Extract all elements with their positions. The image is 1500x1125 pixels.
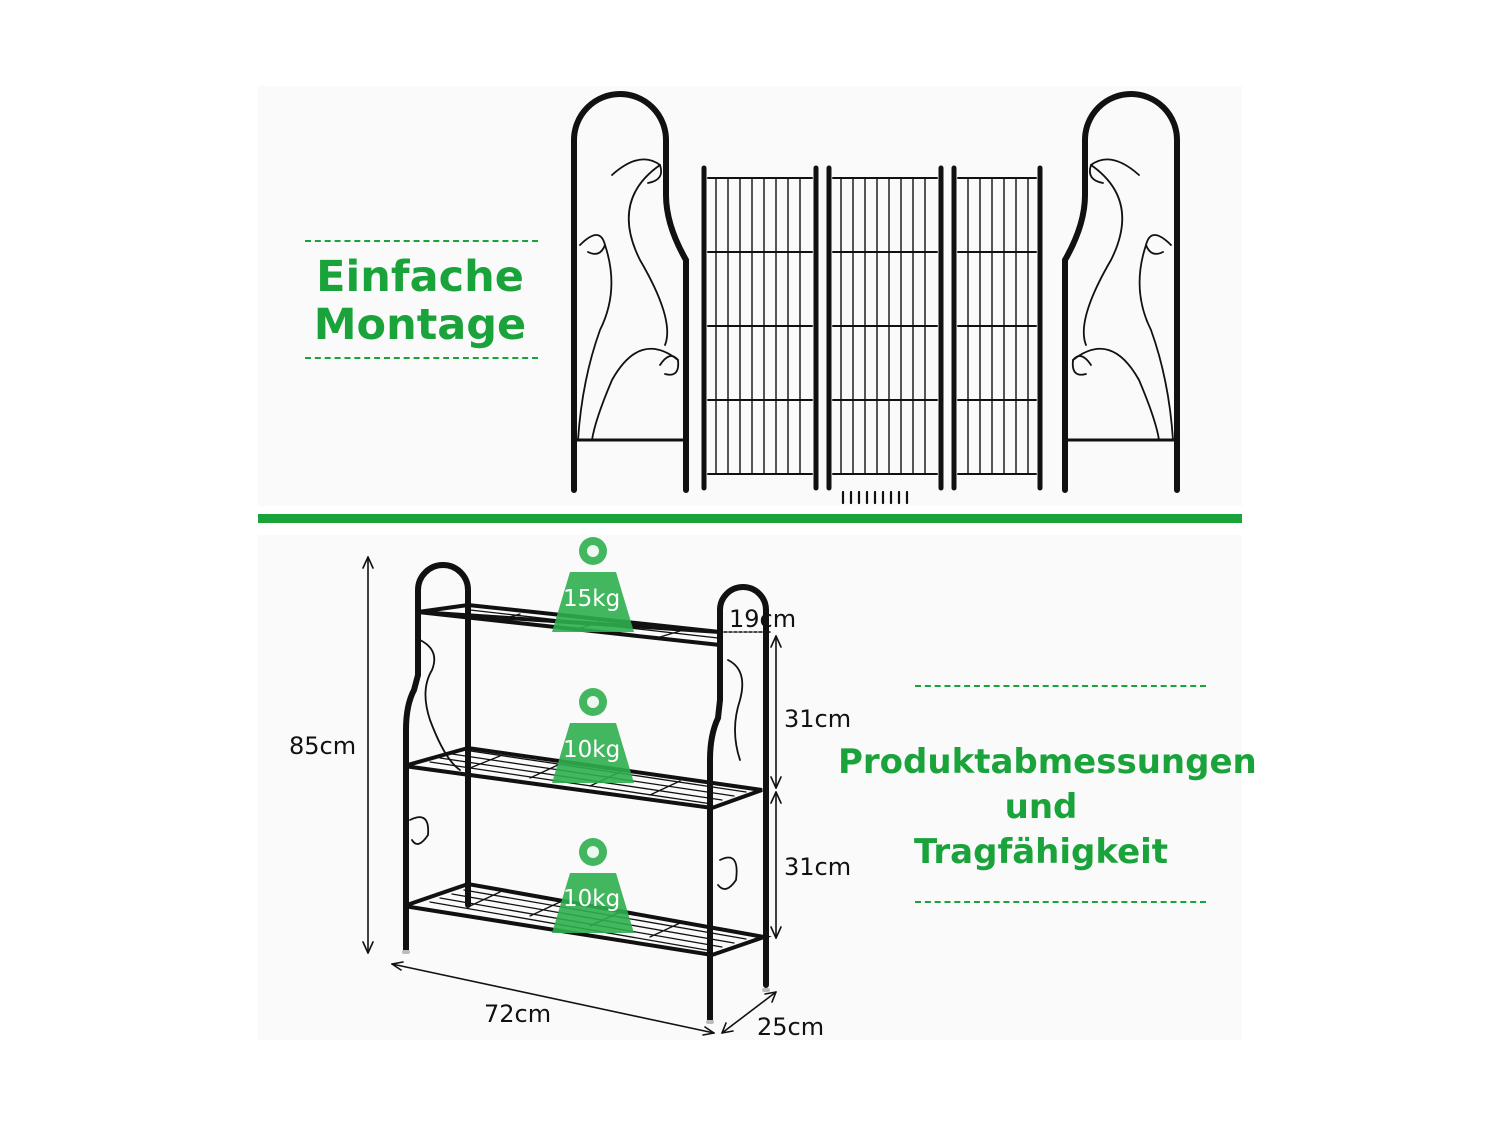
dimensions-heading-line3: Tragfähigkeit — [913, 832, 1169, 872]
assembly-heading-line2: Montage — [313, 300, 527, 351]
shelf-panel-2 — [826, 165, 944, 491]
load-label-bottom: 10kg — [563, 886, 621, 912]
weight-icon-bottom — [552, 838, 634, 933]
shelf-panel-1 — [701, 165, 819, 491]
height-label: 85cm — [289, 732, 357, 760]
load-label-top: 15kg — [563, 586, 621, 612]
assembly-dash-top — [305, 240, 538, 242]
left-side-frame — [571, 91, 689, 493]
dimensions-dash-bottom — [915, 901, 1206, 903]
section-divider — [258, 514, 1242, 523]
shelf-gap-upper-label: 31cm — [784, 705, 852, 733]
assembly-heading: Einfache Montage — [300, 253, 540, 349]
weight-icon-middle — [552, 688, 634, 783]
dimensions-heading-line2: und — [1004, 787, 1078, 827]
depth-label: 25cm — [757, 1013, 825, 1041]
assembly-heading-line1: Einfache — [316, 252, 524, 302]
weight-icon-top — [552, 537, 634, 632]
dimensions-heading-line1: Produktabmessungen — [838, 742, 1257, 782]
assembly-panel — [258, 86, 1242, 506]
shelf-panel-3 — [951, 165, 1043, 491]
dimensions-heading: Produktabmessungen und Tragfähigkeit — [838, 740, 1257, 875]
screws — [841, 490, 909, 505]
load-label-middle: 10kg — [563, 737, 621, 763]
arch-height-label: 19cm — [729, 605, 797, 633]
right-side-frame — [1062, 91, 1180, 493]
dimensions-dash-top — [915, 685, 1206, 687]
shelf-gap-lower-label: 31cm — [784, 853, 852, 881]
width-label: 72cm — [484, 1000, 552, 1028]
assembly-dash-bottom — [305, 357, 538, 359]
dimension-lines — [362, 556, 782, 1036]
